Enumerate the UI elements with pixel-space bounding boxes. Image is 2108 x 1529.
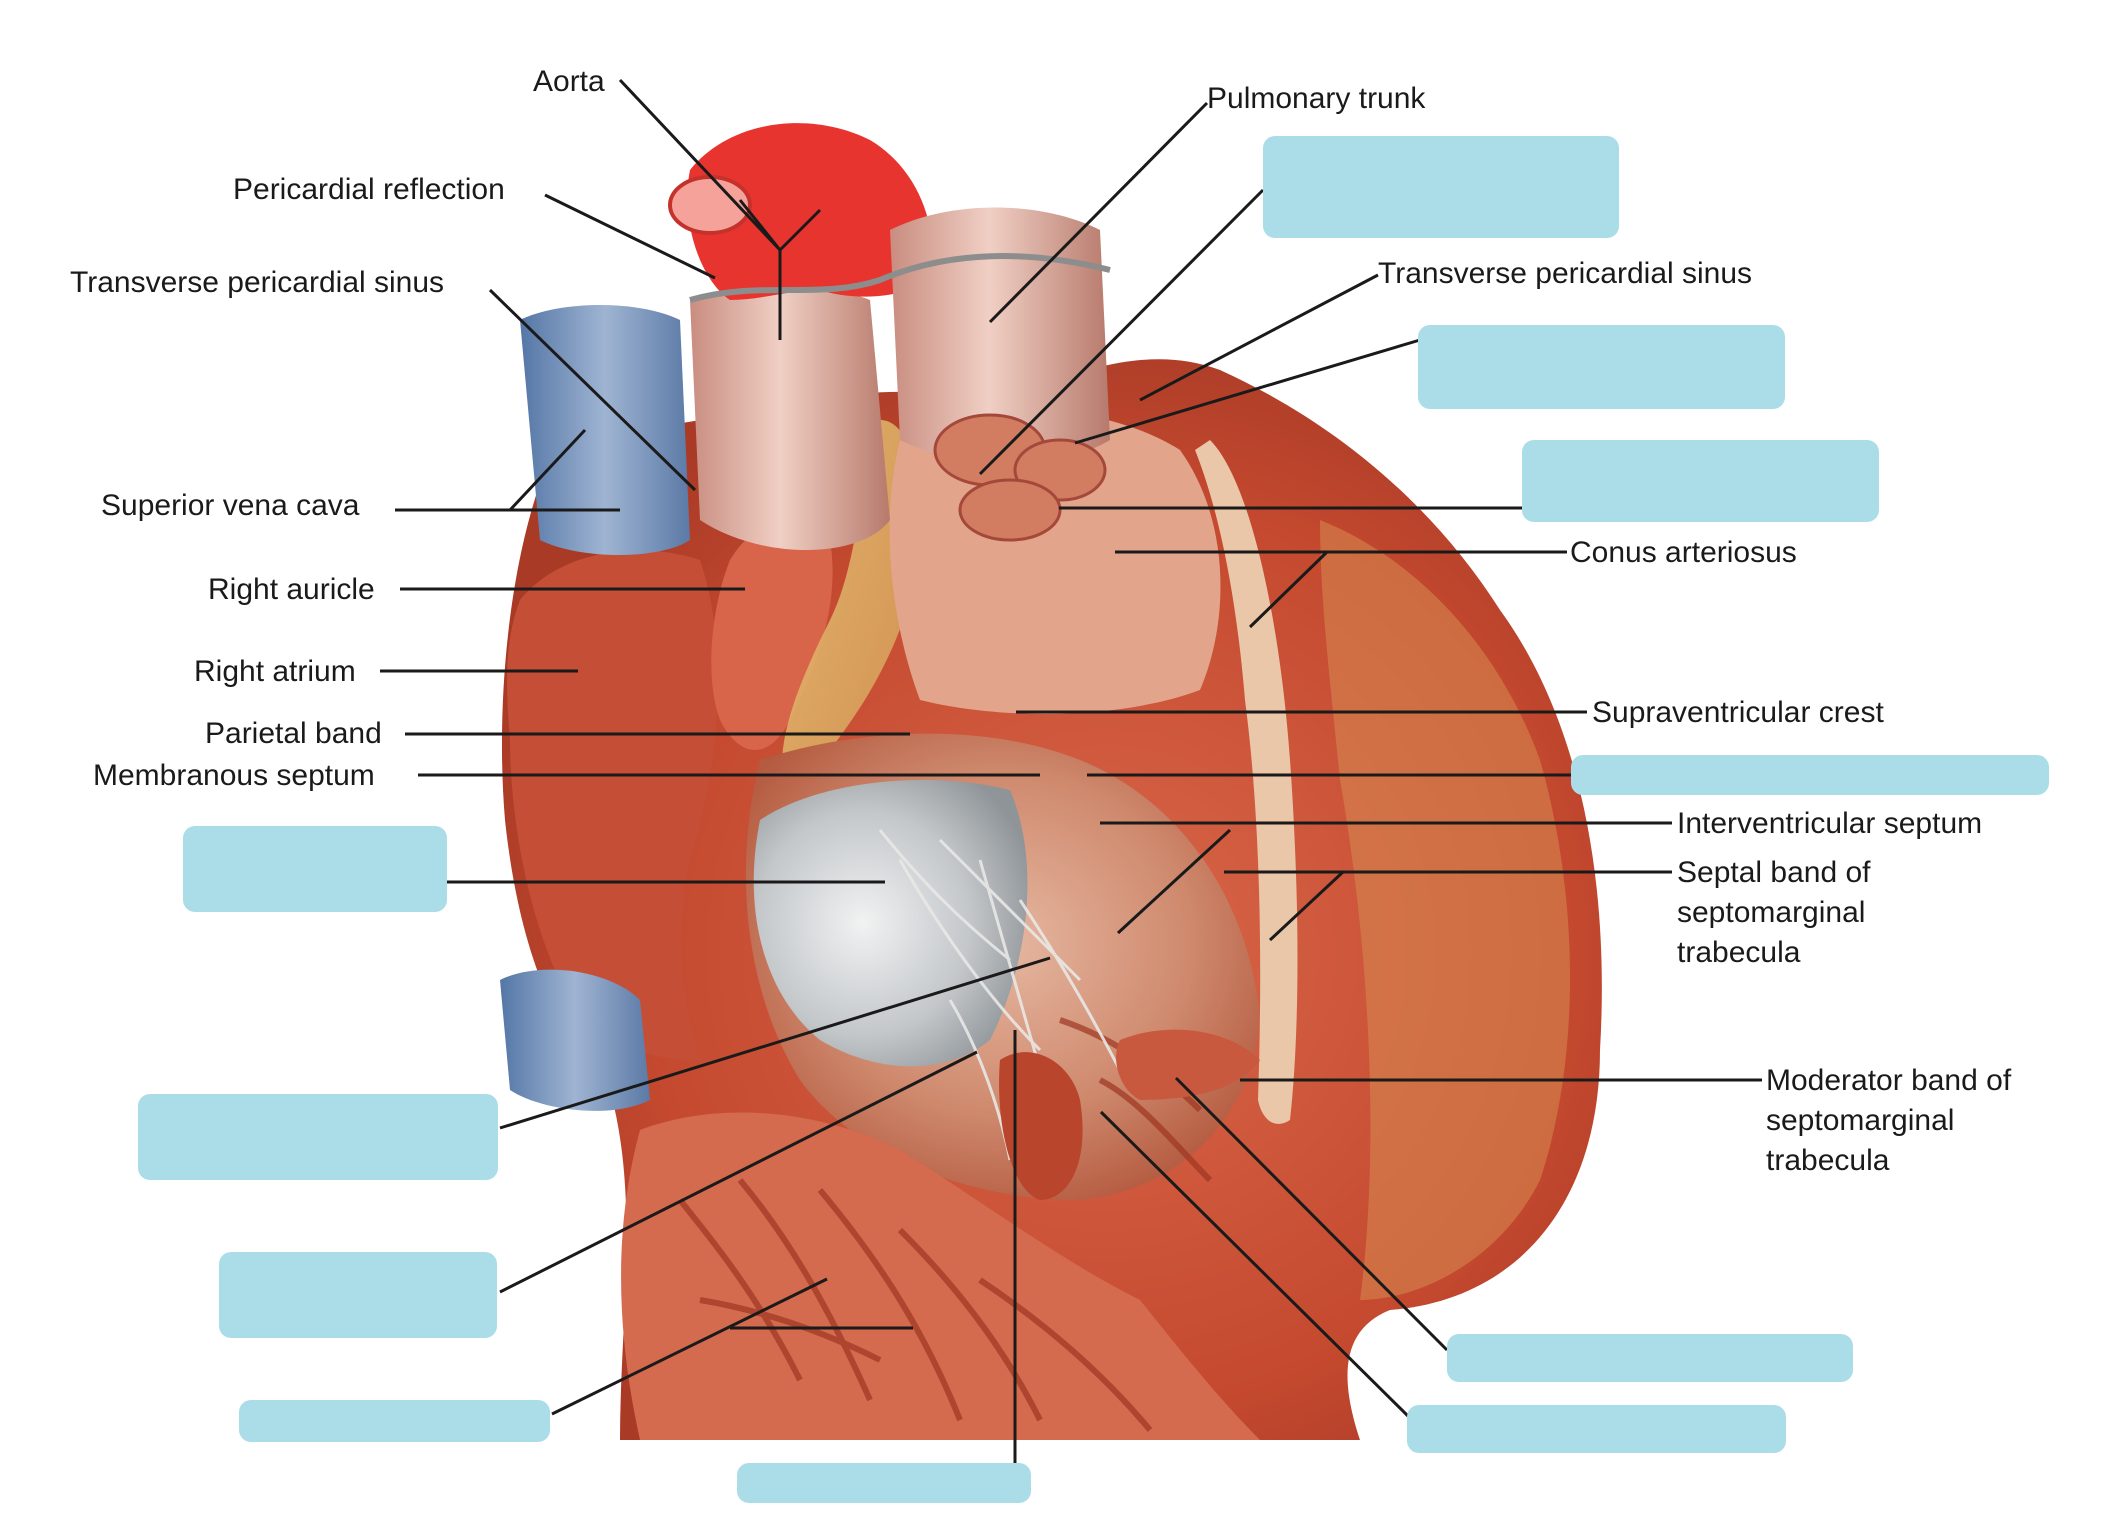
leader-box-right-6 xyxy=(1099,1110,1413,1421)
label-septal-band-line-2: septomarginal xyxy=(1677,896,1865,929)
left-ventricle-surface xyxy=(1320,520,1570,1300)
moderator-band-shape xyxy=(1116,1029,1260,1100)
answer-box-right-2[interactable] xyxy=(1418,325,1785,409)
pericardial-reflection-line xyxy=(689,253,1111,303)
aortic-arch xyxy=(687,123,933,300)
leader-box-left-4 xyxy=(551,1277,828,1416)
label-conus-arteriosus: Conus arteriosus xyxy=(1570,536,1797,569)
label-transverse-sinus-right: Transverse pericardial sinus xyxy=(1378,257,1752,290)
answer-box-bottom[interactable] xyxy=(737,1463,1031,1503)
right-atrium-shape xyxy=(507,550,719,1060)
label-superior-vena-cava: Superior vena cava xyxy=(101,489,360,522)
label-supraventricular-crest: Supraventricular crest xyxy=(1592,696,1884,729)
label-membranous-septum: Membranous septum xyxy=(93,759,375,792)
answer-boxes xyxy=(138,136,2049,1503)
conus-region xyxy=(889,411,1221,714)
label-parietal-band: Parietal band xyxy=(205,717,382,750)
leader-septal-branch-a xyxy=(1268,870,1345,942)
label-moderator-band: Moderator band of septomarginal trabecul… xyxy=(1766,1064,2020,1177)
leader-box-left-3 xyxy=(499,1050,978,1294)
label-septal-band: Septal band of septomarginal trabecula xyxy=(1677,856,1879,969)
tricuspid-valve-leaflets xyxy=(753,780,1028,1067)
label-moderator-band-line-3: trabecula xyxy=(1766,1144,1890,1177)
leader-aorta-branch-b xyxy=(778,208,822,252)
labels: Aorta Pericardial reflection Transverse … xyxy=(70,65,2020,1177)
leader-septal-branch-b xyxy=(1116,828,1232,935)
leader-aorta xyxy=(618,78,782,252)
label-transverse-sinus-left: Transverse pericardial sinus xyxy=(70,266,444,299)
leader-lines xyxy=(380,78,1762,1465)
label-aorta: Aorta xyxy=(533,65,605,98)
answer-box-top-right[interactable] xyxy=(1263,136,1619,238)
answer-box-right-6[interactable] xyxy=(1407,1405,1786,1453)
pulmonary-valve-cusps xyxy=(933,413,1107,542)
leader-transverse-sinus-left xyxy=(488,288,697,492)
label-right-atrium: Right atrium xyxy=(194,655,356,688)
label-septal-band-line-3: trabecula xyxy=(1677,936,1801,969)
label-septal-band-line-1: Septal band of xyxy=(1677,856,1871,889)
answer-box-right-4[interactable] xyxy=(1571,755,2049,795)
label-pulmonary-trunk: Pulmonary trunk xyxy=(1207,82,1426,115)
answer-box-left-4[interactable] xyxy=(239,1400,550,1442)
leader-pericardial-reflection xyxy=(544,193,716,280)
label-moderator-band-line-2: septomarginal xyxy=(1766,1104,1954,1137)
label-interventricular-septum: Interventricular septum xyxy=(1677,807,1982,840)
superior-vena-cava xyxy=(520,305,690,555)
answer-box-right-5[interactable] xyxy=(1447,1334,1853,1382)
label-right-auricle: Right auricle xyxy=(208,573,375,606)
answer-box-left-2[interactable] xyxy=(138,1094,498,1180)
leader-transverse-sinus-right xyxy=(1139,273,1379,402)
label-pericardial-reflection: Pericardial reflection xyxy=(233,173,505,206)
leader-box-right-2 xyxy=(1074,338,1421,445)
leader-pulmonary-trunk xyxy=(988,101,1209,324)
leader-box-right-5 xyxy=(1174,1076,1449,1352)
answer-box-left-1[interactable] xyxy=(183,826,447,912)
answer-box-left-3[interactable] xyxy=(219,1252,497,1338)
leader-aorta-branch-a xyxy=(738,199,782,251)
ascending-aorta xyxy=(690,285,890,550)
answer-box-right-3[interactable] xyxy=(1522,440,1879,522)
leader-box-right-1 xyxy=(978,188,1265,476)
leader-box-left-2 xyxy=(499,956,1051,1130)
inferior-vena-cava xyxy=(500,969,650,1111)
label-moderator-band-line-1: Moderator band of xyxy=(1766,1064,2012,1097)
leader-conus-branch xyxy=(1248,550,1329,629)
septum-ridge xyxy=(1195,440,1298,1124)
heart-illustration xyxy=(500,123,1602,1441)
leader-svc-branch xyxy=(508,428,587,512)
papillary-muscle xyxy=(999,1052,1083,1200)
